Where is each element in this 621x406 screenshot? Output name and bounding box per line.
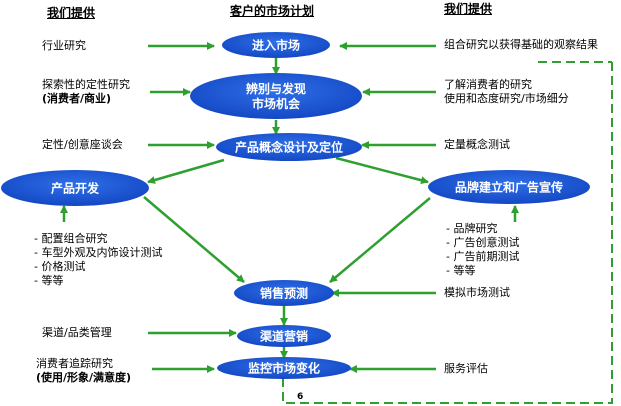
- node-monitor-market[interactable]: 监控市场变化: [217, 357, 351, 379]
- list-item: - 车型外观及内饰设计测试: [34, 246, 163, 259]
- input-exploratory-research: 探索性的定性研究 (消费者/商业): [42, 78, 130, 106]
- input-exploratory-line2: (消费者/商业): [42, 92, 112, 105]
- input-industry-research: 行业研究: [42, 39, 86, 52]
- page-number: 6: [297, 392, 304, 402]
- node-brand-building[interactable]: 品牌建立和广告宣传: [428, 170, 590, 204]
- arrow-concept-to-product-dev: [147, 158, 225, 184]
- node-opportunity-label-line1: 辨别与发现: [246, 81, 306, 96]
- node-sales-forecast[interactable]: 销售预测: [234, 280, 334, 306]
- dashed-feedback-border: [282, 62, 613, 404]
- header-left-we-provide: 我们提供: [47, 6, 96, 20]
- input-exploratory-line1: 探索性的定性研究: [42, 78, 130, 91]
- input-channel-management: 渠道/品类管理: [42, 326, 112, 339]
- input-consumer-tracking: 消费者追踪研究 (使用/形象/满意度): [36, 357, 131, 385]
- list-item: - 等等: [446, 264, 476, 277]
- input-focus-group: 定性/创意座谈会: [42, 138, 123, 151]
- input-tracking-line1: 消费者追踪研究: [36, 357, 113, 370]
- node-monitor-market-label: 监控市场变化: [248, 361, 320, 376]
- input-market-simulation: 模拟市场测试: [444, 286, 510, 299]
- list-item: - 品牌研究: [446, 222, 498, 235]
- node-opportunity-label-line2: 市场机会: [252, 96, 301, 111]
- node-enter-market-label: 进入市场: [252, 38, 300, 53]
- node-product-dev-label: 产品开发: [51, 181, 100, 196]
- input-concept-test: 定量概念测试: [444, 138, 510, 151]
- list-brand-research: - 品牌研究 - 广告创意测试 - 广告前期测试 - 等等: [446, 222, 519, 278]
- node-concept-design[interactable]: 产品概念设计及定位: [216, 133, 362, 161]
- input-consumer-understanding: 了解消费者的研究 使用和态度研究/市场细分: [444, 78, 569, 106]
- list-product-dev-research: - 配置组合研究 - 车型外观及内饰设计测试 - 价格测试 - 等等: [34, 232, 162, 288]
- node-brand-building-label: 品牌建立和广告宣传: [455, 180, 563, 195]
- list-item: - 等等: [34, 274, 64, 287]
- node-sales-forecast-label: 销售预测: [260, 286, 308, 301]
- header-right-we-provide: 我们提供: [444, 2, 493, 16]
- input-understanding-line2: 使用和态度研究/市场细分: [444, 92, 569, 105]
- list-item: - 广告前期测试: [446, 250, 520, 263]
- input-service-evaluation: 服务评估: [444, 362, 488, 375]
- input-portfolio-research: 组合研究以获得基础的观察结果: [444, 38, 598, 51]
- header-center-client-plan: 客户的市场计划: [230, 4, 315, 18]
- input-understanding-line1: 了解消费者的研究: [444, 78, 532, 91]
- arrow-brand-to-sales: [329, 197, 431, 283]
- node-channel-marketing[interactable]: 渠道营销: [237, 325, 331, 347]
- list-item: - 广告创意测试: [446, 236, 520, 249]
- node-concept-design-label: 产品概念设计及定位: [235, 140, 343, 155]
- arrow-concept-to-brand: [335, 156, 429, 185]
- node-enter-market[interactable]: 进入市场: [222, 32, 330, 58]
- arrow-product-dev-to-sales: [143, 196, 245, 283]
- input-tracking-line2: (使用/形象/满意度): [36, 371, 132, 384]
- node-market-opportunity[interactable]: 辨别与发现 市场机会: [190, 73, 362, 119]
- node-product-development[interactable]: 产品开发: [1, 170, 149, 206]
- list-item: - 价格测试: [34, 260, 86, 273]
- node-channel-marketing-label: 渠道营销: [260, 329, 308, 344]
- list-item: - 配置组合研究: [34, 232, 108, 245]
